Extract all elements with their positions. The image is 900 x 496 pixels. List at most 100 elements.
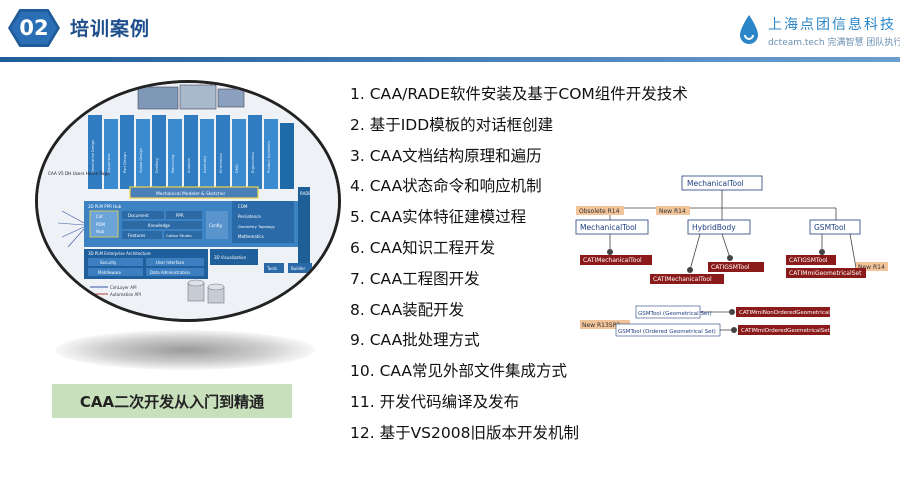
mechanical-modeler-label: Mechanical Modeler & Sketcher xyxy=(156,191,225,197)
platform-label: 3D PLM PPR Hub xyxy=(88,204,122,209)
svg-text:Middleware: Middleware xyxy=(98,270,121,275)
caa-architecture-diagram: Generative Design Equipment Part Design … xyxy=(38,83,338,319)
new-r14-badge-2 xyxy=(856,262,888,271)
svg-text:3D Visualization: 3D Visualization xyxy=(214,255,247,260)
left-label: CAA V5 DH Users Home Page xyxy=(48,171,110,176)
application-columns xyxy=(88,115,294,189)
list-item: 1. CAA/RADE软件安装及基于COM组件开发技术 xyxy=(350,85,688,103)
svg-text:Mathematics: Mathematics xyxy=(238,234,264,239)
column-label: Assembly xyxy=(203,155,207,173)
svg-text:Data Administration: Data Administration xyxy=(150,270,191,275)
svg-text:GSMTool: GSMTool xyxy=(814,223,846,232)
legend-cimlayer: CimLayer API xyxy=(110,285,137,290)
column-label: Product Synthesis xyxy=(267,141,271,173)
cati-mmi-geometricalset-box xyxy=(786,268,866,278)
svg-text:CATIMechanicalTool: CATIMechanicalTool xyxy=(653,276,712,283)
screenshot-thumb-1 xyxy=(137,86,179,110)
svg-text:New R13SP3: New R13SP3 xyxy=(582,322,620,329)
svg-text:HybridBody: HybridBody xyxy=(692,223,736,232)
svg-text:GSMTool (Ordered Geometrical S: GSMTool (Ordered Geometrical Set) xyxy=(618,329,716,335)
svg-text:Hub: Hub xyxy=(96,229,105,234)
svg-text:CATIMmiGeometricalSet: CATIMmiGeometricalSet xyxy=(789,270,862,277)
section-title: 培训案例 xyxy=(70,18,151,40)
svg-text:Cation Studio: Cation Studio xyxy=(166,233,192,238)
new-r14-badge xyxy=(656,206,690,215)
course-list: 1. CAA/RADE软件安装及基于COM组件开发技术 2. 基于IDD模板的对… xyxy=(350,82,688,452)
svg-text:Config: Config xyxy=(209,223,222,228)
list-item: 8. CAA装配开发 xyxy=(350,300,465,319)
screenshot-thumb-2 xyxy=(179,84,217,110)
header: 02 培训案例 上海点团信息科技 dcteam.tech 完满智慧 团队执行 xyxy=(0,0,900,62)
svg-text:CATIMmiOrderedGeometricalSet: CATIMmiOrderedGeometricalSet xyxy=(741,328,831,334)
class-hierarchy-diagram: MechanicalTool Obsolete R14 New R14 New … xyxy=(575,175,888,337)
header-divider xyxy=(0,57,900,62)
svg-text:Tools: Tools xyxy=(266,266,277,271)
column-label: Shape Design xyxy=(139,148,143,173)
svg-text:PDM: PDM xyxy=(96,222,105,227)
mechanical-modeler-bar xyxy=(129,186,259,199)
svg-text:MechanicalTool: MechanicalTool xyxy=(687,179,744,188)
column-label: Drafting xyxy=(155,158,159,173)
svg-text:Geometry Topology: Geometry Topology xyxy=(238,224,276,229)
column-label: Generative Design xyxy=(91,140,95,173)
list-item: 3. CAA文档结构原理和遍历 xyxy=(350,146,542,165)
cati-mechanicaltool-box xyxy=(580,255,652,265)
svg-text:CATIMmiNonOrderedGeometricalSe: CATIMmiNonOrderedGeometricalSet xyxy=(739,310,840,316)
section-number: 02 xyxy=(11,12,57,44)
water-drop-icon xyxy=(740,15,758,44)
gsm-geometrical-set-node xyxy=(635,305,701,319)
oval-shadow xyxy=(55,330,315,370)
svg-text:Obsolete R14: Obsolete R14 xyxy=(579,208,620,215)
column-label: Kinematics xyxy=(219,153,223,173)
svg-text:CATIMechanicalTool: CATIMechanicalTool xyxy=(583,257,642,264)
svg-text:PPR: PPR xyxy=(176,213,184,218)
svg-text:GSMTool (Geometrical Set): GSMTool (Geometrical Set) xyxy=(638,311,712,317)
svg-text:MechanicalTool: MechanicalTool xyxy=(580,223,637,232)
svg-text:Cat: Cat xyxy=(96,214,103,219)
logo-tagline: dcteam.tech 完满智慧 团队执行 xyxy=(768,38,900,48)
gsm-ordered-set-node xyxy=(615,323,721,337)
cati-gsmtool-box xyxy=(708,262,764,272)
gsmtool-node xyxy=(809,219,861,235)
svg-text:Features: Features xyxy=(128,233,145,238)
list-item: 7. CAA工程图开发 xyxy=(350,269,480,288)
column-label: Analysis xyxy=(187,158,191,173)
cati-gsmtool-box-2 xyxy=(786,255,836,265)
svg-text:COM: COM xyxy=(238,204,248,209)
column-label: Part Design xyxy=(123,152,127,173)
cati-mechanicaltool-box-2 xyxy=(650,274,724,284)
cati-ordered-set-box xyxy=(738,325,830,335)
column-label: Machining xyxy=(171,155,175,173)
svg-text:Persistence: Persistence xyxy=(238,214,261,219)
architecture-oval: Generative Design Equipment Part Design … xyxy=(35,80,341,322)
cati-nonordered-set-box xyxy=(736,307,830,317)
list-item: 2. 基于IDD模板的对话框创建 xyxy=(350,115,554,134)
column-label: Ergonomics xyxy=(251,152,255,173)
caption-box: CAA二次开发从入门到精通 xyxy=(52,384,292,418)
mechanicaltool-node xyxy=(575,219,649,235)
list-item: 12. 基于VS2008旧版本开发机制 xyxy=(350,423,579,442)
svg-text:New R14: New R14 xyxy=(858,264,885,271)
hybridbody-node xyxy=(687,219,751,235)
legend-automation: Automation API xyxy=(110,292,141,297)
svg-text:CATIGSMTool: CATIGSMTool xyxy=(711,264,750,271)
new-r13-badge xyxy=(580,320,630,329)
obsolete-badge xyxy=(576,206,624,215)
column-label: Equipment xyxy=(107,153,111,173)
company-logo: 上海点团信息科技 dcteam.tech 完满智慧 团队执行 xyxy=(738,10,900,56)
list-item: 4. CAA状态命令和响应机制 xyxy=(350,177,542,196)
svg-text:Security: Security xyxy=(100,260,117,265)
logo-chinese-name: 上海点团信息科技 xyxy=(768,17,896,33)
list-item: 10. CAA常见外部文件集成方式 xyxy=(350,362,568,381)
svg-text:CATIGSMTool: CATIGSMTool xyxy=(789,257,828,264)
database-icon xyxy=(187,279,225,304)
svg-text:Knowledge: Knowledge xyxy=(148,223,171,228)
list-item: 9. CAA批处理方式 xyxy=(350,331,480,350)
list-item: 6. CAA知识工程开发 xyxy=(350,238,496,257)
column-label: DMU xyxy=(235,164,239,173)
svg-text:New R14: New R14 xyxy=(659,208,686,215)
architecture-figure: Generative Design Equipment Part Design … xyxy=(35,80,341,322)
svg-text:User Interface: User Interface xyxy=(156,260,185,265)
screenshot-thumb-3 xyxy=(217,88,245,108)
list-item: 11. 开发代码编译及发布 xyxy=(350,392,520,411)
